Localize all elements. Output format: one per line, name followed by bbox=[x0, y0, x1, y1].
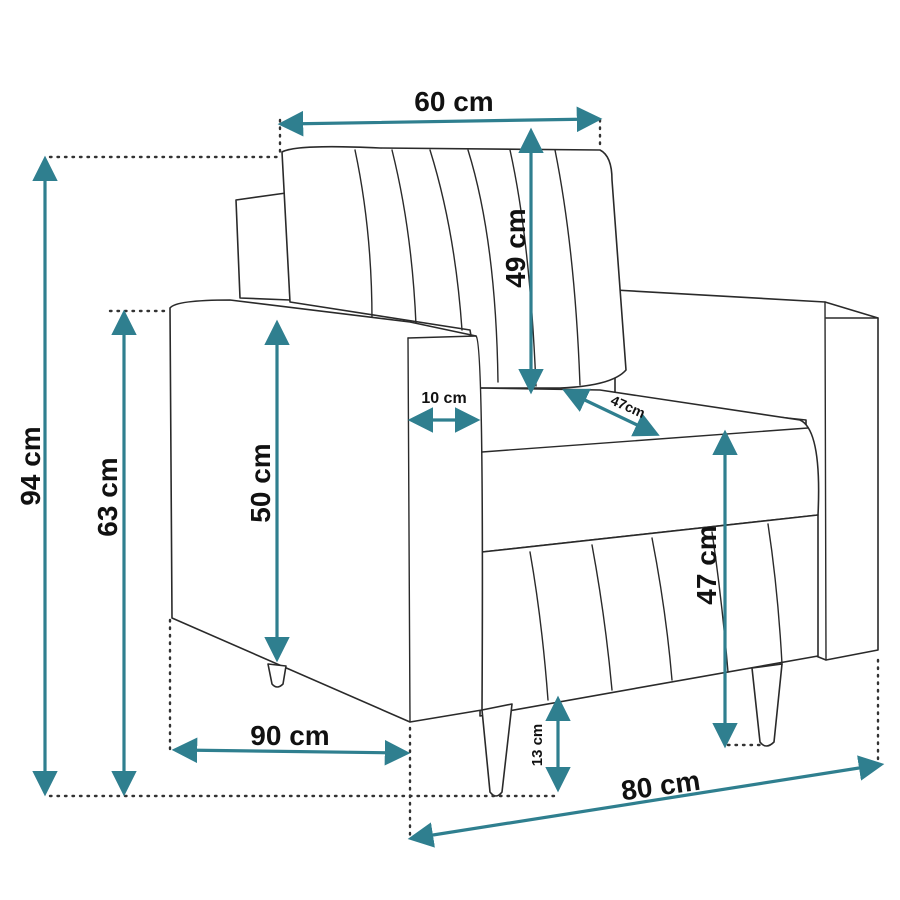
label-height-total: 94 cm bbox=[15, 426, 46, 505]
label-arm-width: 10 cm bbox=[421, 390, 466, 407]
arrow-width bbox=[407, 755, 885, 848]
label-width: 80 cm bbox=[619, 765, 702, 807]
left-front-armrest bbox=[169, 299, 484, 723]
arrow-width-total bbox=[277, 106, 603, 137]
label-width-total: 60 cm bbox=[414, 86, 493, 117]
label-arm-height: 63 cm bbox=[92, 457, 123, 536]
label-leg-height: 13 cm bbox=[529, 724, 546, 767]
label-depth: 90 cm bbox=[250, 720, 329, 751]
arrow-seat-depth bbox=[562, 388, 660, 437]
dimension-arrows bbox=[32, 106, 885, 848]
label-seat-height: 47 cm bbox=[691, 525, 722, 604]
leg-front-left bbox=[481, 703, 513, 797]
leg-front-right bbox=[751, 663, 783, 747]
dimension-labels: 60 cm 94 cm 63 cm 50 cm 49 cm 10 cm 47cm… bbox=[15, 86, 722, 806]
label-arm-inner-height: 50 cm bbox=[245, 443, 276, 522]
leg-back-left bbox=[267, 663, 287, 688]
left-back-armrest bbox=[235, 192, 291, 301]
arrow-depth bbox=[171, 737, 411, 766]
label-back-height: 49 cm bbox=[500, 208, 531, 287]
